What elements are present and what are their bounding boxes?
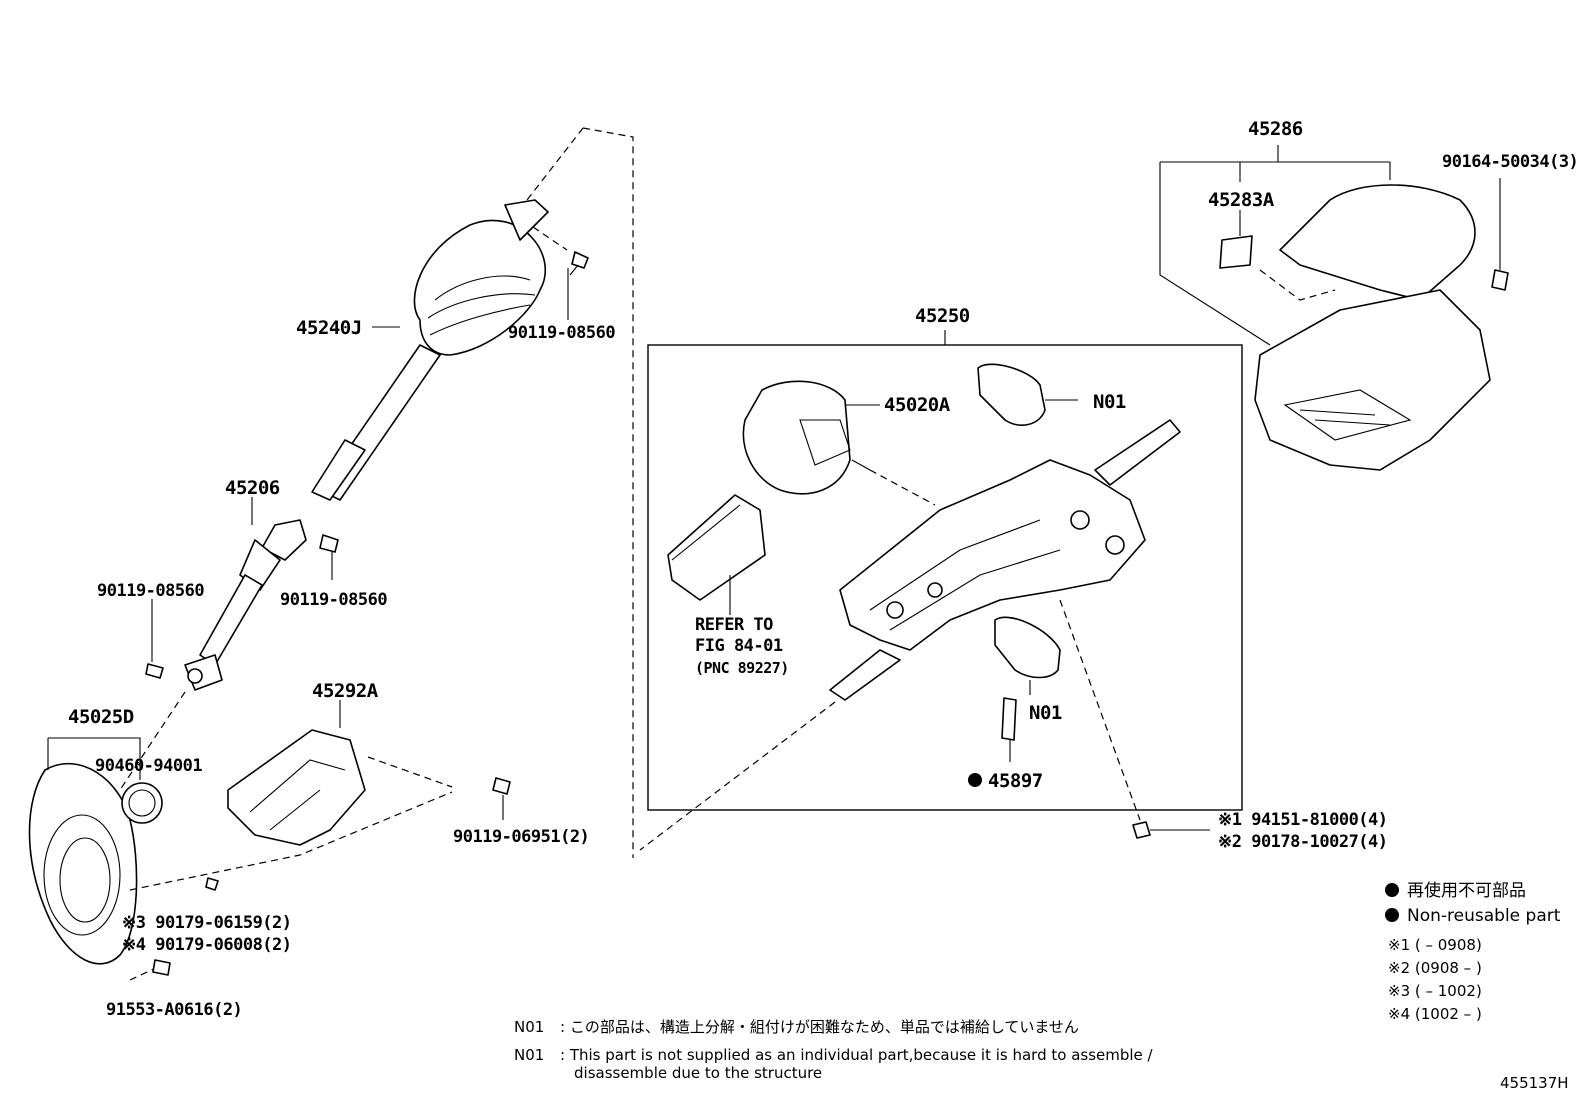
label-45897: 45897 [988,770,1043,792]
figure-id: 455137H [1500,1074,1569,1092]
label-n01-top: N01 [1093,391,1126,413]
legend-nonreusable-jp: 再使用不可部品 [1407,880,1526,901]
label-90119-08560-left: 90119-08560 [97,581,204,601]
label-91553-A0616: 91553-A0616(2) [106,1000,242,1020]
column-hole-cover-assembly [28,691,453,981]
column-cover-assembly [1159,145,1509,471]
label-45292A: 45292A [312,680,379,702]
label-90164-50034: 90164-50034(3) [1442,152,1578,172]
notes: N01 : この部品は、構造上分解・組付けが困難なため、単品では補給していません… [514,1018,1154,1082]
refer-line-1: REFER TO [695,615,773,635]
label-n01-bottom: N01 [1029,702,1062,724]
label-45025D: 45025D [68,706,134,728]
note-jp-code: N01 [514,1018,544,1036]
label-45020A: 45020A [884,394,951,416]
legend-range-2: ※2 (0908 – ) [1388,959,1482,977]
legend-nonreusable-en: Non-reusable part [1407,906,1561,926]
nonreusable-dot-icon [1385,883,1399,897]
legend: 再使用不可部品 Non-reusable part ※1 ( – 0908) ※… [1385,880,1569,1092]
label-90119-08560-right: 90119-08560 [280,590,387,610]
label-45206: 45206 [225,477,280,499]
label-45240J: 45240J [296,317,362,339]
label-45286: 45286 [1248,118,1303,140]
note-en-text-1: : This part is not supplied as an indivi… [560,1046,1154,1064]
label-94151-81000: ※1 94151-81000(4) [1218,810,1388,830]
refer-line-3: (PNC 89227) [695,659,789,677]
label-90119-08560-top: 90119-08560 [508,323,615,343]
label-90179-06008: ※4 90179-06008(2) [122,935,292,955]
label-90178-10027: ※2 90178-10027(4) [1218,832,1388,852]
legend-range-1: ※1 ( – 0908) [1388,936,1482,954]
refer-line-2: FIG 84-01 [695,636,783,656]
note-en-code: N01 [514,1046,544,1064]
note-jp-text: : この部品は、構造上分解・組付けが困難なため、単品では補給していません [560,1018,1079,1036]
part-labels: 45240J 90119-08560 45206 90119-08560 901… [68,118,1579,1020]
label-90179-06159: ※3 90179-06159(2) [122,913,292,933]
note-en-text-2: disassemble due to the structure [574,1064,822,1082]
label-45250: 45250 [915,305,970,327]
intermediate-shaft-assembly [145,127,634,858]
label-90119-06951: 90119-06951(2) [453,827,589,847]
nonreusable-dot-icon [1385,908,1399,922]
label-45283A: 45283A [1208,189,1275,211]
steering-column-assembly [639,330,1243,851]
legend-range-4: ※4 (1002 – ) [1388,1005,1482,1023]
column-cover-45292A [227,700,511,846]
label-90460-94001: 90460-94001 [95,756,202,776]
legend-range-3: ※3 ( – 1002) [1388,982,1482,1000]
